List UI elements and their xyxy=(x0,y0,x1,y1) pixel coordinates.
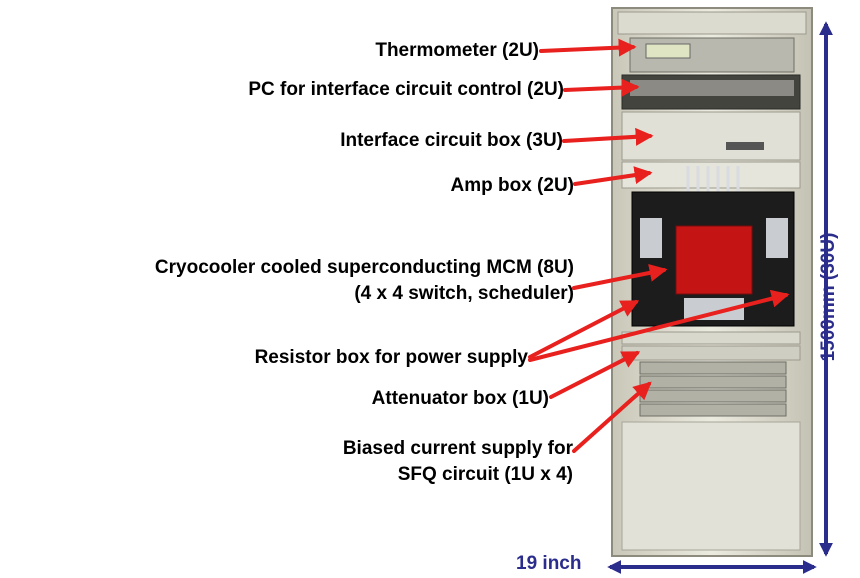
arrow-bias-supply xyxy=(572,381,652,453)
label-amp-box: Amp box (2U) xyxy=(450,175,575,196)
arrow-resistor-left xyxy=(528,300,640,359)
width-dimension-label: 19 inch xyxy=(516,553,582,574)
arrow-pc xyxy=(563,78,640,97)
arrow-thermometer xyxy=(539,38,637,57)
pointer-arrows xyxy=(528,38,790,453)
pc-front xyxy=(630,80,794,96)
arrow-resistor-right xyxy=(528,289,790,362)
label-mcm: Cryocooler cooled superconducting MCM (8… xyxy=(155,255,574,307)
thermometer-display xyxy=(645,43,691,59)
arrow-mcm xyxy=(572,263,668,290)
mcm-connectors xyxy=(640,218,788,320)
label-interface-box: Interface circuit box (3U) xyxy=(340,130,563,151)
label-bias-line2: SFQ circuit (1U x 4) xyxy=(397,464,573,485)
label-pc: PC for interface circuit control (2U) xyxy=(248,79,564,100)
dimension-arrows xyxy=(607,21,833,574)
rack-top-plate xyxy=(617,11,807,35)
rack-photo xyxy=(611,7,813,557)
interface-box-display xyxy=(726,142,764,150)
rack-lower-panel xyxy=(621,421,801,551)
label-thermometer: Thermometer (2U) xyxy=(375,40,539,61)
label-mcm-line1: Cryocooler cooled superconducting MCM (8… xyxy=(154,257,574,278)
label-mcm-line2: (4 x 4 switch, scheduler) xyxy=(354,283,574,304)
label-bias-supply: Biased current supply for SFQ circuit (1… xyxy=(343,436,573,488)
attenuator-box-unit xyxy=(621,345,801,361)
resistor-box-unit xyxy=(621,331,801,345)
arrow-interface-box xyxy=(562,127,654,146)
height-dimension-label: 1500mm (30U) xyxy=(818,232,839,362)
arrow-amp-box xyxy=(573,166,653,186)
arrow-attenuator xyxy=(549,351,641,399)
label-attenuator-box: Attenuator box (1U) xyxy=(371,388,549,409)
label-bias-line1: Biased current supply for xyxy=(342,438,573,459)
mcm-chip xyxy=(675,225,753,295)
label-resistor-box: Resistor box for power supply xyxy=(254,347,528,368)
